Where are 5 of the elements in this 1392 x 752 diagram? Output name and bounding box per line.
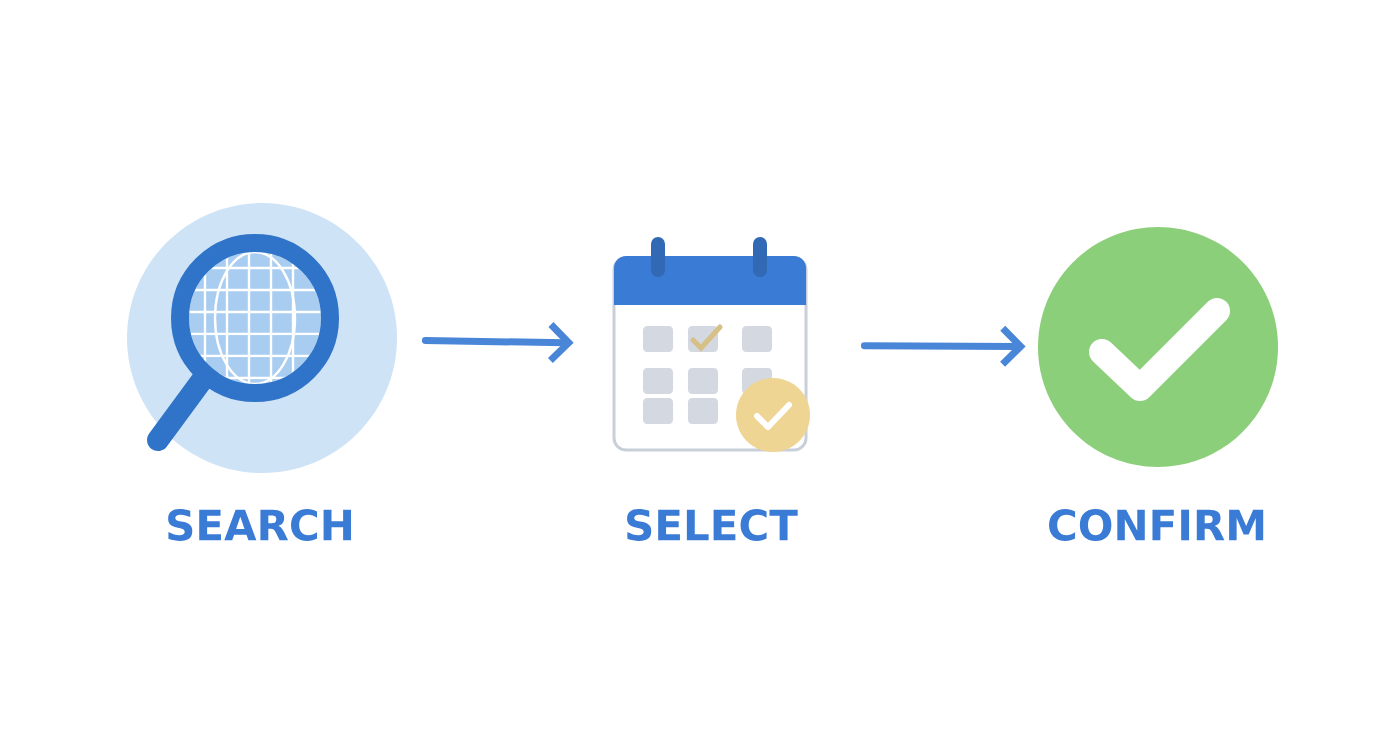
step-label: SELECT: [627, 509, 798, 541]
step-label: SEARCH: [168, 509, 352, 541]
step-label: CONFIRM: [1049, 509, 1264, 541]
arrow: [421, 322, 574, 363]
arrow: [860, 325, 1026, 367]
